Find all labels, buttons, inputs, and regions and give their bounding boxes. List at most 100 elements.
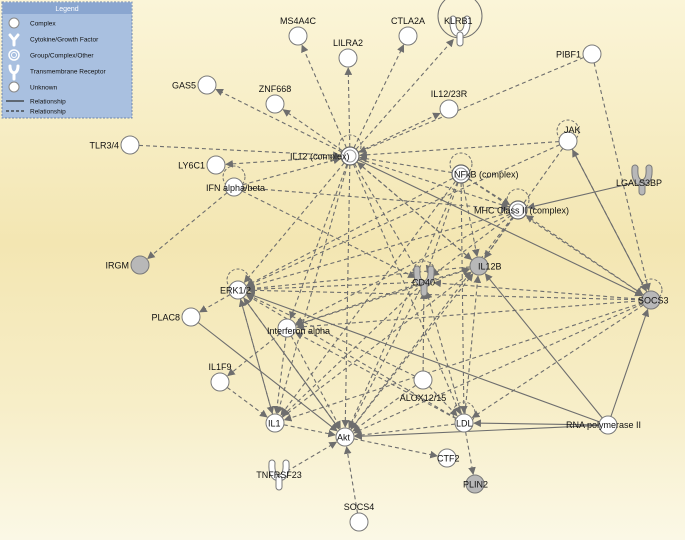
node-label: IL12B — [478, 262, 502, 272]
edge-IL12c-CD40 — [354, 163, 420, 275]
node-IFNalpha[interactable]: Interferon alpha — [267, 318, 330, 338]
edge-CD40-Akt — [349, 289, 421, 429]
legend-label: Transmembrane Receptor — [30, 69, 106, 76]
node-SOCS4[interactable]: SOCS4 — [344, 502, 375, 532]
edge-PIBF1-SOCS3 — [593, 62, 651, 292]
edge-RNAPII-LDL — [473, 419, 600, 428]
node-label: TNFRSF23 — [256, 470, 302, 480]
node-IL1[interactable]: IL1 — [265, 413, 285, 433]
circle-icon — [598, 415, 618, 435]
node-label: JAK — [564, 125, 581, 135]
legend-label: Unknown — [30, 85, 57, 92]
node-JAK[interactable]: JAK — [558, 125, 581, 151]
node-IL12B[interactable]: IL12B — [469, 256, 502, 276]
node-TLR3_4[interactable]: TLR3/4 — [89, 135, 140, 155]
circle-icon — [439, 99, 459, 119]
node-MS4A4C[interactable]: MS4A4C — [280, 16, 317, 46]
legend-label: Cytokine/Growth Factor — [30, 37, 99, 44]
node-LILRA2[interactable]: LILRA2 — [333, 38, 363, 68]
node-LY6C1[interactable]: LY6C1 — [178, 155, 226, 175]
edge-NFkB-IL12c — [359, 154, 453, 174]
circle-icon — [338, 48, 358, 68]
node-label: CTF2 — [437, 454, 460, 464]
node-PLAC8[interactable]: PLAC8 — [151, 307, 201, 327]
node-ALOX12_15[interactable]: ALOX12/15 — [400, 370, 447, 403]
node-TNFRSF23[interactable]: TNFRSF23 — [256, 459, 302, 491]
edge-IL1-IL12B — [281, 271, 472, 418]
node-NFkB[interactable]: NFkB (complex) — [451, 164, 519, 184]
circle-icon — [197, 75, 217, 95]
edge-IL12c-IL1 — [275, 164, 349, 415]
edge-IFNab-IL12c — [242, 156, 342, 186]
edge-IL12c-Akt — [341, 164, 351, 428]
circle-icon — [265, 413, 285, 433]
edge-IL1-ERK12 — [238, 298, 274, 415]
edge-MHCII-CD40 — [431, 215, 512, 277]
node-PLIN2[interactable]: PLIN2 — [463, 474, 488, 494]
edge-IL12c-IL12_23R — [357, 112, 441, 153]
legend-item-receptor: Transmembrane Receptor — [8, 64, 106, 81]
node-CD40[interactable]: CD40 — [412, 265, 435, 297]
circle-icon — [398, 26, 418, 46]
circle-icon — [130, 255, 150, 275]
circle-icon — [228, 280, 248, 300]
edge-TNFRSF23-Akt — [286, 441, 338, 472]
edge-IL12c-GAS5 — [215, 88, 343, 153]
node-IL1F9[interactable]: IL1F9 — [208, 362, 232, 392]
node-Akt[interactable]: Akt — [335, 427, 355, 447]
edge-LDL-PLIN2 — [465, 431, 476, 475]
node-KLRB1[interactable]: KLRB1 — [444, 15, 473, 47]
node-LGALS3BP[interactable]: LGALS3BP — [616, 164, 662, 196]
edge-IL12c-LY6C1 — [225, 156, 342, 168]
edge-ALOX12_15-CD40 — [419, 291, 428, 372]
legend: Legend Complex Cytokine/Growth Factor Gr… — [1, 1, 133, 119]
node-label: KLRB1 — [444, 16, 473, 26]
edge-ALOX12_15-ERK12 — [246, 293, 416, 377]
circle-icon — [8, 17, 20, 29]
edge-RNAPII-SOCS3 — [610, 308, 650, 417]
node-IL12c[interactable]: IL12 (complex) — [290, 146, 360, 166]
node-label: PLIN2 — [463, 480, 488, 490]
edge-Akt-CTF2 — [353, 438, 438, 459]
node-label: LDL — [456, 419, 473, 429]
node-label: RNA polymerase II — [566, 420, 641, 430]
node-label: MS4A4C — [280, 16, 317, 26]
double-circle-icon — [8, 49, 20, 61]
edge-RNAPII-Akt — [354, 424, 600, 441]
node-GAS5[interactable]: GAS5 — [172, 75, 217, 95]
edge-IL12c-LDL — [352, 164, 461, 415]
edge-JAK-IL12c — [359, 141, 560, 159]
node-ERK12[interactable]: ERK1/2 — [220, 280, 251, 300]
edge-LDL-ERK12 — [245, 294, 457, 419]
node-SOCS3[interactable]: SOCS3 — [638, 290, 669, 310]
node-IFNab[interactable]: IFN alpha/beta — [206, 177, 265, 197]
node-IL12_23R[interactable]: IL12/23R — [431, 89, 468, 119]
circle-icon — [224, 177, 244, 197]
edge-MHCII-ERK12 — [246, 211, 510, 290]
node-CTLA2A[interactable]: CTLA2A — [391, 16, 425, 46]
edge-Akt-IL12B — [350, 273, 474, 431]
node-LDL[interactable]: LDL — [454, 413, 474, 433]
circle-icon — [288, 26, 308, 46]
edge-IFNalpha-Akt — [290, 335, 341, 429]
circle-icon — [558, 131, 578, 151]
node-RNAPII[interactable]: RNA polymerase II — [566, 415, 641, 435]
node-label: Interferon alpha — [267, 326, 330, 336]
circle-icon — [277, 318, 297, 338]
node-label: PLAC8 — [151, 313, 180, 323]
node-CTF2[interactable]: CTF2 — [437, 448, 460, 468]
node-IRGM[interactable]: IRGM — [106, 255, 150, 275]
edge-NFkB-LDL — [459, 182, 468, 414]
legend-title: Legend — [55, 6, 78, 13]
legend-item-dashed: Relationship — [6, 109, 66, 116]
node-PIBF1[interactable]: PIBF1 — [556, 44, 602, 64]
edge-JAK-IL12B — [484, 147, 564, 259]
edge-IL1F9-IL1 — [226, 386, 268, 418]
legend-item-group: Group/Complex/Other — [8, 49, 94, 61]
edge-MHCII-Akt — [350, 216, 513, 430]
legend-item-complex: Complex — [8, 17, 56, 29]
node-MHCII[interactable]: MHC Class II (complex) — [474, 200, 569, 220]
edge-LDL-IL12B — [464, 275, 482, 415]
node-ZNF668[interactable]: ZNF668 — [259, 84, 292, 114]
edge-layer — [138, 38, 651, 514]
